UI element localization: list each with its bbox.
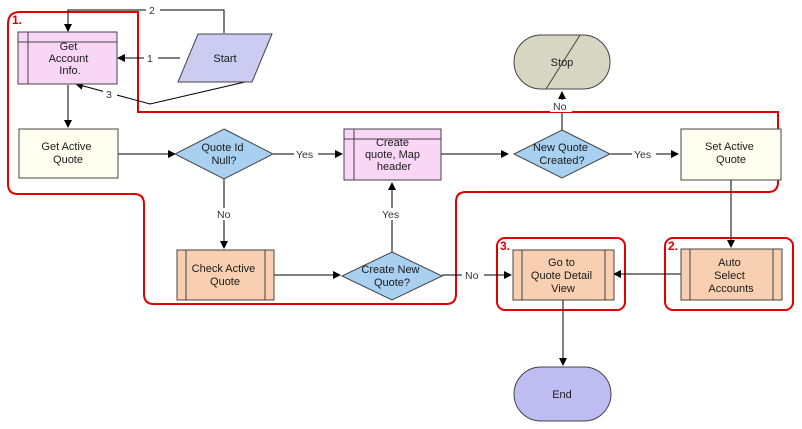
edge-label-yes-create: Yes: [296, 149, 313, 161]
edge-label-no-check: No: [217, 209, 231, 221]
start-node[interactable]: Start: [177, 33, 273, 83]
get-active-quote-label: Get Active Quote: [41, 141, 94, 166]
set-active-quote-node[interactable]: Set Active Quote: [680, 128, 782, 181]
new-quote-created-label: New Quote Created?: [533, 142, 591, 167]
auto-select-accounts-node[interactable]: Auto Select Accounts: [680, 248, 783, 301]
edge-label-3: 3: [106, 89, 112, 101]
region-1-number: 1.: [12, 13, 22, 27]
connectors: [64, 9, 735, 366]
go-to-quote-detail-label: Go to Quote Detail View: [531, 257, 595, 295]
get-active-quote-node[interactable]: Get Active Quote: [18, 128, 119, 179]
set-active-quote-label: Set Active Quote: [705, 141, 757, 166]
create-new-quote-decision[interactable]: Create New Quote?: [340, 251, 444, 301]
edge-label-yes-up: Yes: [382, 209, 399, 221]
stop-label: Stop: [551, 57, 574, 69]
edge-start-to-account-3: [75, 81, 246, 105]
edge-label-1: 1: [147, 53, 153, 65]
new-quote-created-decision[interactable]: New Quote Created?: [512, 129, 612, 179]
check-active-quote-node[interactable]: Check Active Quote: [176, 249, 275, 301]
go-to-quote-detail-node[interactable]: Go to Quote Detail View: [512, 249, 615, 301]
region-2-number: 2.: [668, 239, 678, 253]
edge-label-yes-set: Yes: [634, 149, 651, 161]
create-quote-label: Create quote, Map header: [365, 137, 423, 173]
get-account-info-node[interactable]: Get Account Info.: [17, 31, 118, 85]
edge-label-2: 2: [149, 5, 155, 17]
region-3-number: 3.: [500, 239, 510, 253]
auto-select-accounts-label: Auto Select Accounts: [708, 257, 754, 295]
end-label: End: [552, 389, 572, 401]
check-active-quote-label: Check Active Quote: [192, 263, 259, 288]
quote-id-null-decision[interactable]: Quote Id Null?: [173, 128, 275, 180]
quote-id-null-label: Quote Id Null?: [201, 142, 246, 167]
edge-label-no-stop: No: [553, 101, 567, 113]
create-quote-node[interactable]: Create quote, Map header: [343, 128, 442, 181]
end-node[interactable]: End: [513, 366, 612, 422]
start-label: Start: [213, 53, 236, 65]
get-account-info-label: Get Account Info.: [49, 41, 92, 77]
region-1-border: [7, 11, 779, 305]
edge-label-no-detail: No: [465, 270, 479, 282]
create-new-quote-label: Create New Quote?: [361, 264, 422, 289]
stop-node[interactable]: Stop: [513, 34, 611, 90]
